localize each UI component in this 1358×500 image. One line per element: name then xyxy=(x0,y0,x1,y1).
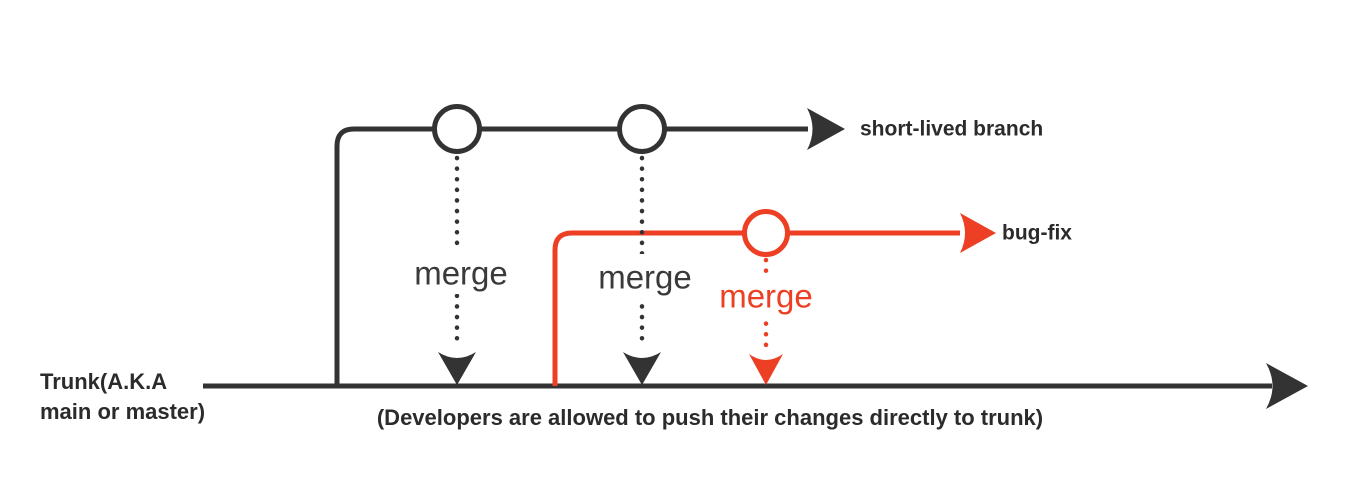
merge-arrow-3-head-icon xyxy=(749,354,783,385)
merge-arrow-1-head-icon xyxy=(438,352,476,385)
trunk-note: (Developers are allowed to push their ch… xyxy=(377,405,1043,430)
merge-label-2: merge xyxy=(598,259,692,296)
trunk-line xyxy=(203,363,1308,409)
bugfix-branch-path xyxy=(552,230,960,386)
merge-label-1-backdrop xyxy=(406,250,518,294)
merge-label-3-backdrop xyxy=(712,274,820,316)
trunk-label-line1: Trunk(A.K.A xyxy=(40,369,167,394)
merge-label-3: merge xyxy=(719,278,813,315)
merge-arrow-2-head-icon xyxy=(623,352,661,385)
short-lived-branch-line xyxy=(334,108,845,386)
bugfix-branch-arrowhead-icon xyxy=(960,213,996,253)
merge-label-1: merge xyxy=(414,255,508,292)
commit-node-1 xyxy=(432,104,482,154)
trunk-label-line2: main or master) xyxy=(40,399,205,424)
commit-node-bugfix xyxy=(742,209,790,257)
commit-node-2 xyxy=(617,104,667,154)
bugfix-branch-line xyxy=(552,213,996,386)
short-lived-branch-path xyxy=(334,126,808,386)
merge-arrow-2 xyxy=(623,155,661,385)
bugfix-branch-label: bug-fix xyxy=(1002,222,1072,245)
trunk-arrowhead-icon xyxy=(1266,363,1308,409)
short-lived-branch-label: short-lived branch xyxy=(860,118,1043,141)
merge-label-2-backdrop xyxy=(589,254,701,298)
short-lived-branch-arrowhead-icon xyxy=(807,108,845,150)
